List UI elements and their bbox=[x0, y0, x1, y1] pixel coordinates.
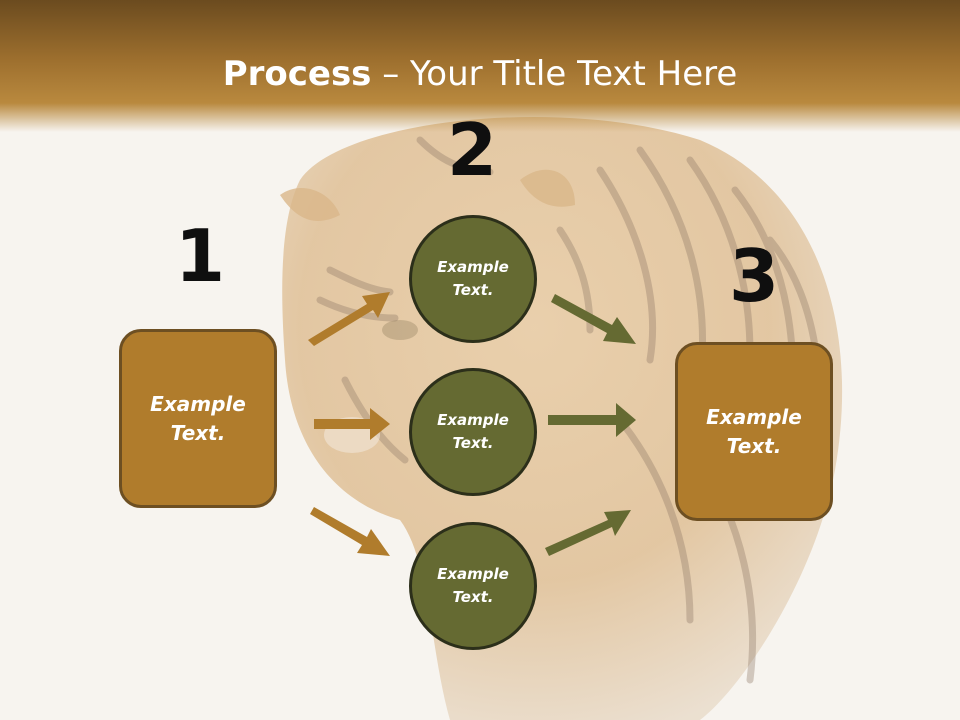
circle-middle-text: Example Text. bbox=[437, 411, 509, 452]
circle-top: Example Text. bbox=[409, 215, 537, 343]
circle-bottom: Example Text. bbox=[409, 522, 537, 650]
right-arrows bbox=[545, 294, 636, 556]
title-rest: – Your Title Text Here bbox=[371, 54, 738, 94]
arrow-down-right bbox=[551, 294, 636, 344]
slide-title: Process – Your Title Text Here bbox=[0, 52, 960, 96]
arrow-mid-right bbox=[548, 403, 636, 437]
step-1-box: Example Text. bbox=[119, 329, 277, 508]
step-3-box: Example Text. bbox=[675, 342, 833, 521]
title-bold: Process bbox=[222, 54, 372, 94]
step-number-1: 1 bbox=[174, 214, 226, 298]
step-1-text: Example Text. bbox=[150, 391, 246, 445]
circle-middle: Example Text. bbox=[409, 368, 537, 496]
circle-bottom-text: Example Text. bbox=[437, 565, 509, 606]
step-number-2: 2 bbox=[446, 108, 498, 192]
arrow-up-left bbox=[308, 292, 390, 346]
header-band bbox=[0, 0, 960, 132]
arrow-up-right bbox=[545, 510, 631, 556]
arrow-down-left bbox=[310, 507, 390, 556]
step-3-text: Example Text. bbox=[706, 404, 802, 458]
arrow-mid-left bbox=[314, 408, 390, 440]
step-number-3: 3 bbox=[728, 234, 780, 318]
circle-top-text: Example Text. bbox=[437, 258, 509, 299]
left-arrows bbox=[308, 292, 390, 556]
